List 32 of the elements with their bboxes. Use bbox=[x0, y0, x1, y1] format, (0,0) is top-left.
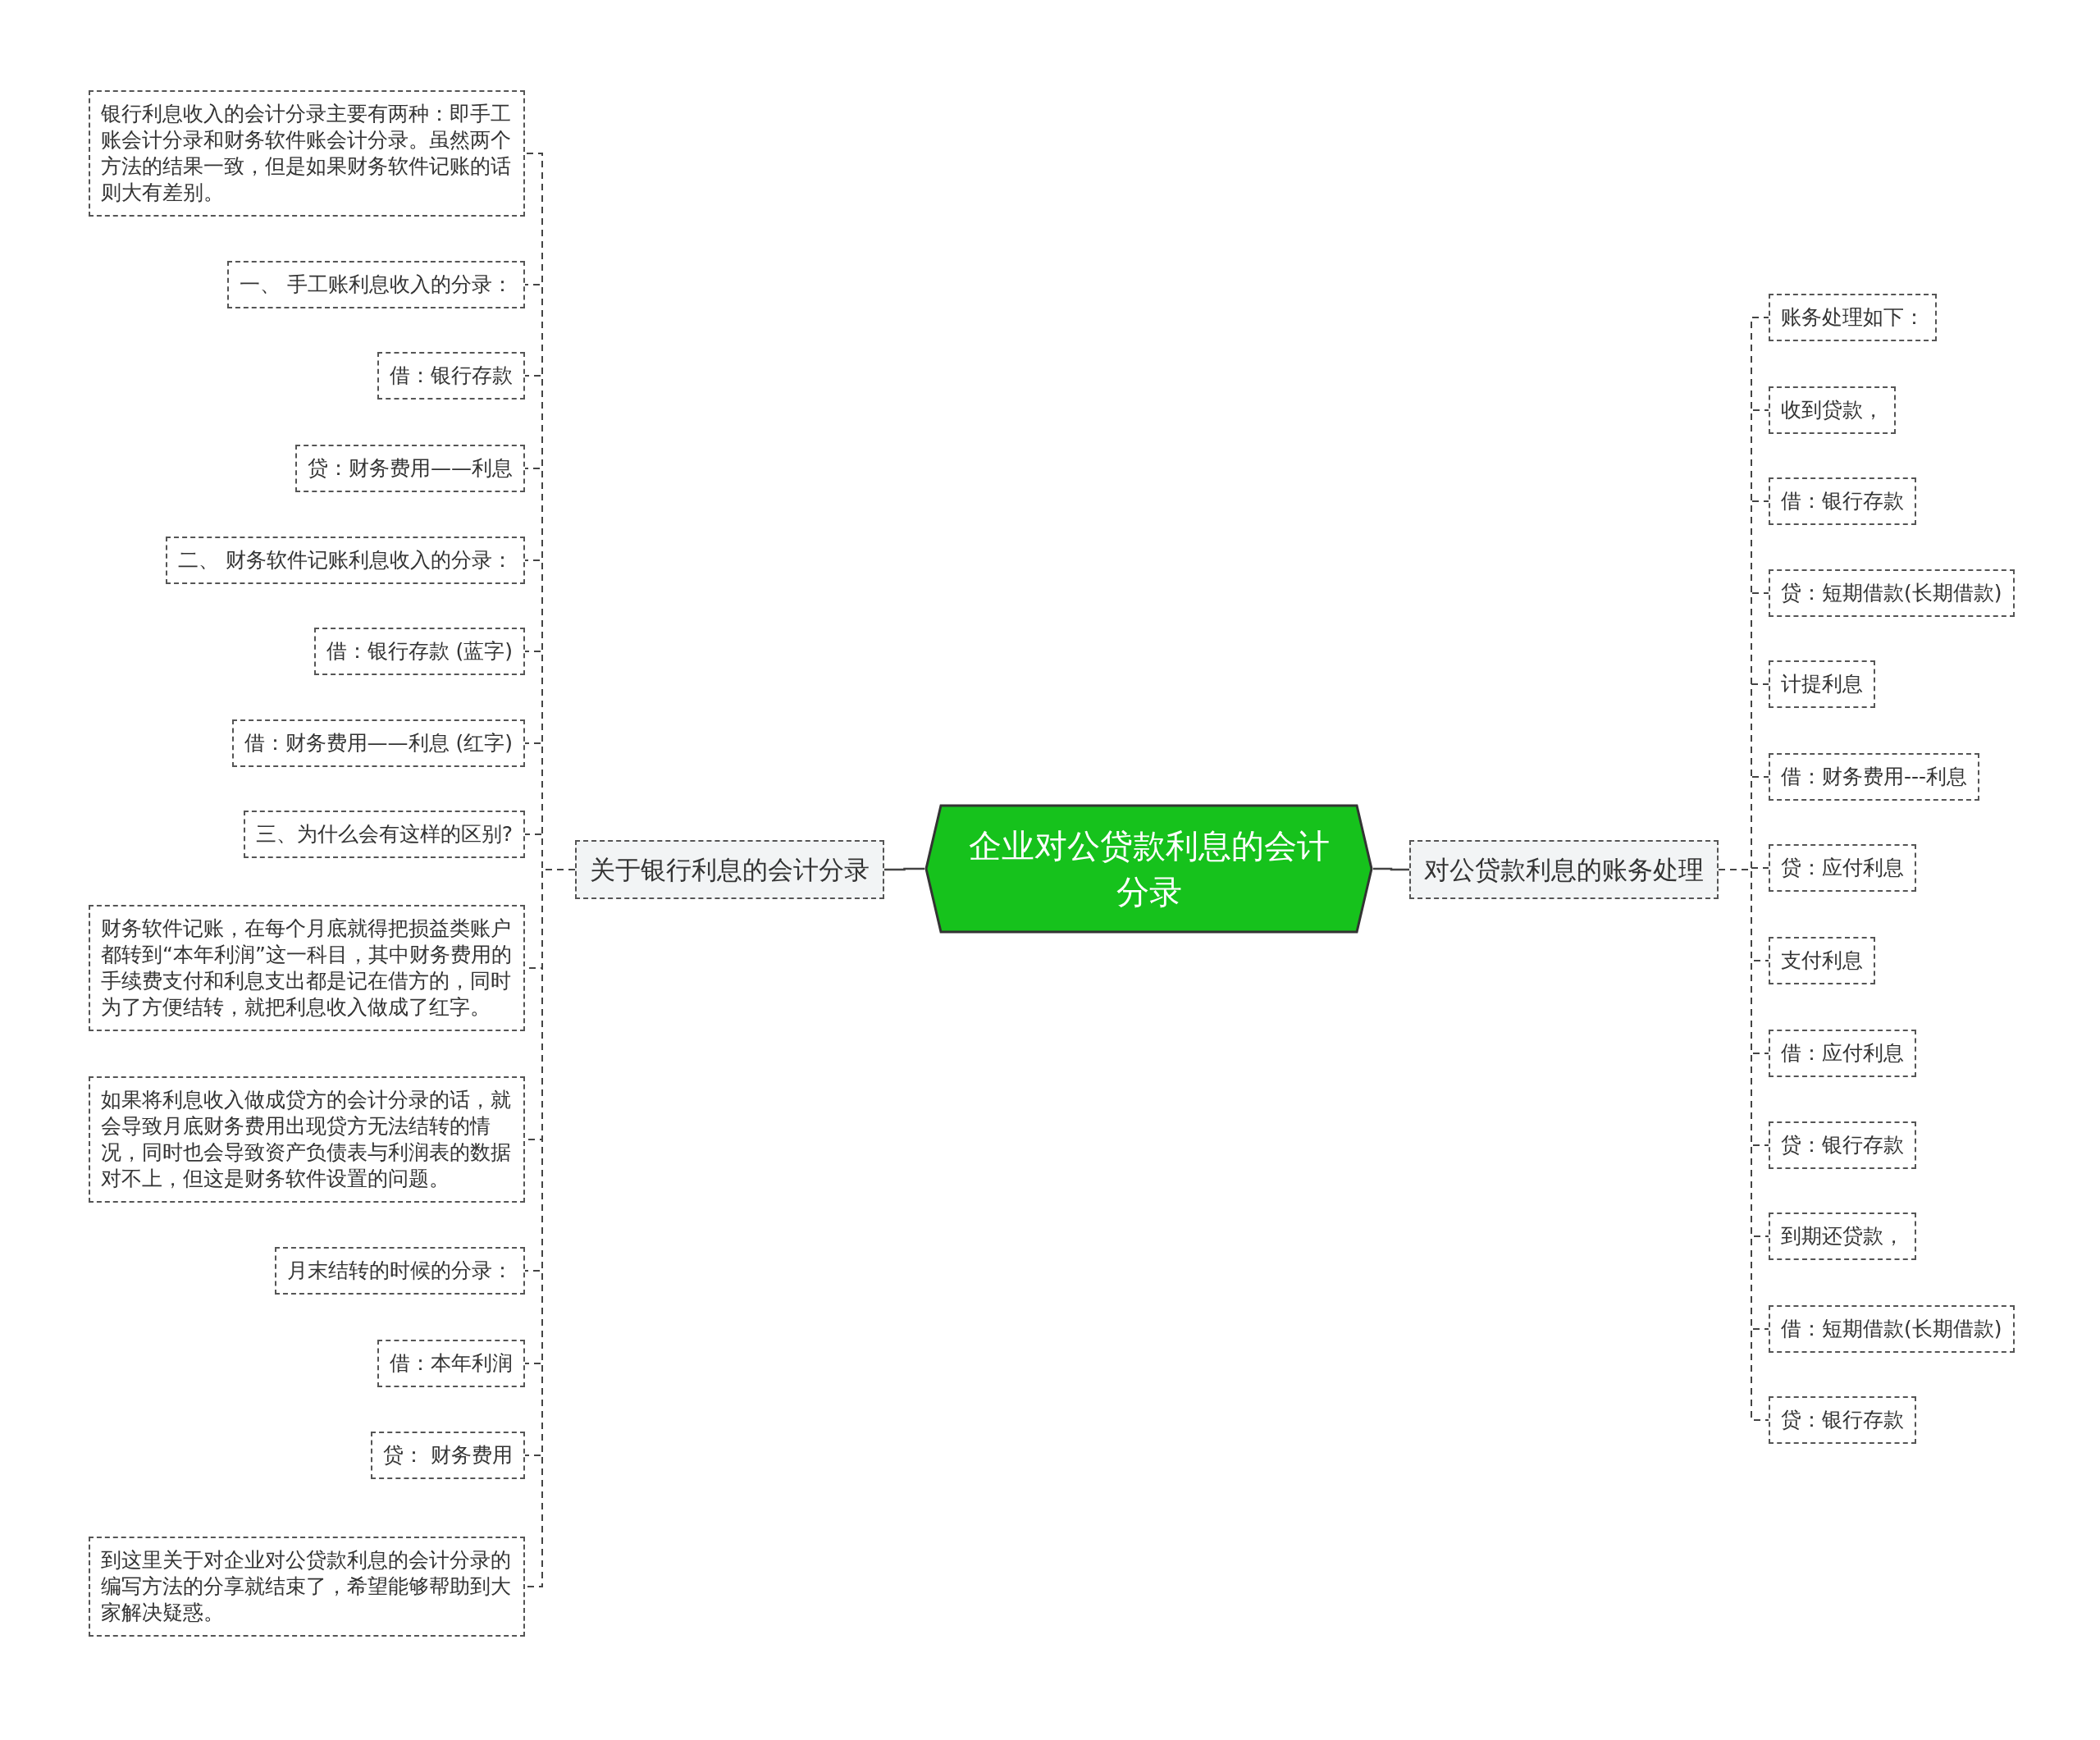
branch-topic: 关于银行利息的会计分录 bbox=[575, 840, 884, 899]
leaf-topic: 如果将利息收入做成贷方的会计分录的话，就会导致月底财务费用出现贷方无法结转的情况，同时也会导致资产负债表与利润表的数据对不上，但这是财务软件设置的问题。 bbox=[89, 1076, 525, 1203]
leaf-topic: 账务处理如下： bbox=[1769, 294, 1937, 341]
leaf-topic: 二、 财务软件记账利息收入的分录： bbox=[166, 537, 525, 584]
connector-line bbox=[884, 867, 924, 871]
leaf-topic: 一、 手工账利息收入的分录： bbox=[227, 261, 525, 308]
leaf-topic: 借：应付利息 bbox=[1769, 1030, 1916, 1077]
leaf-topic: 贷： 财务费用 bbox=[371, 1432, 525, 1479]
leaf-topic: 借：短期借款(长期借款) bbox=[1769, 1305, 2015, 1353]
leaf-topic: 到这里关于对企业对公贷款利息的会计分录的编写方法的分享就结束了，希望能够帮助到大家解决疑惑。 bbox=[89, 1537, 525, 1637]
central-topic: 企业对公贷款利息的会计分录 bbox=[924, 804, 1373, 934]
leaf-topic: 收到贷款， bbox=[1769, 386, 1896, 434]
leaf-topic: 借：财务费用——利息 (红字) bbox=[231, 719, 525, 767]
leaf-topic: 借：银行存款 (蓝字) bbox=[313, 628, 525, 675]
leaf-topic: 借：银行存款 bbox=[1769, 477, 1916, 525]
branch-topic: 对公贷款利息的账务处理 bbox=[1409, 840, 1719, 899]
leaf-topic: 三、为什么会有这样的区别? bbox=[243, 811, 525, 858]
leaf-topic: 贷：银行存款 bbox=[1769, 1396, 1916, 1444]
leaf-topic: 借：财务费用---利息 bbox=[1769, 753, 1980, 801]
leaf-topic: 月末结转的时候的分录： bbox=[275, 1247, 525, 1295]
leaf-topic: 财务软件记账，在每个月底就得把损益类账户都转到“本年利润”这一科目，其中财务费用的手续费支付和利息支出都是记在借方的，同时为了方便结转，就把利息收入做成了红字。 bbox=[89, 905, 525, 1031]
leaf-topic: 计提利息 bbox=[1769, 660, 1875, 708]
leaf-topic: 贷：财务费用——利息 bbox=[295, 445, 525, 492]
leaf-topic: 借：本年利润 bbox=[377, 1340, 525, 1387]
leaf-topic: 到期还贷款， bbox=[1769, 1213, 1916, 1260]
leaf-topic: 贷：短期借款(长期借款) bbox=[1769, 569, 2015, 617]
leaf-topic: 银行利息收入的会计分录主要有两种：即手工账会计分录和财务软件账会计分录。虽然两个方法的结果一致，但是如果财务软件记账的话则大有差别。 bbox=[89, 90, 525, 217]
leaf-topic: 贷：应付利息 bbox=[1769, 844, 1916, 892]
leaf-topic: 支付利息 bbox=[1769, 937, 1875, 984]
leaf-topic: 借：银行存款 bbox=[377, 352, 525, 400]
connector-line bbox=[1373, 867, 1409, 871]
leaf-topic: 贷：银行存款 bbox=[1769, 1121, 1916, 1169]
